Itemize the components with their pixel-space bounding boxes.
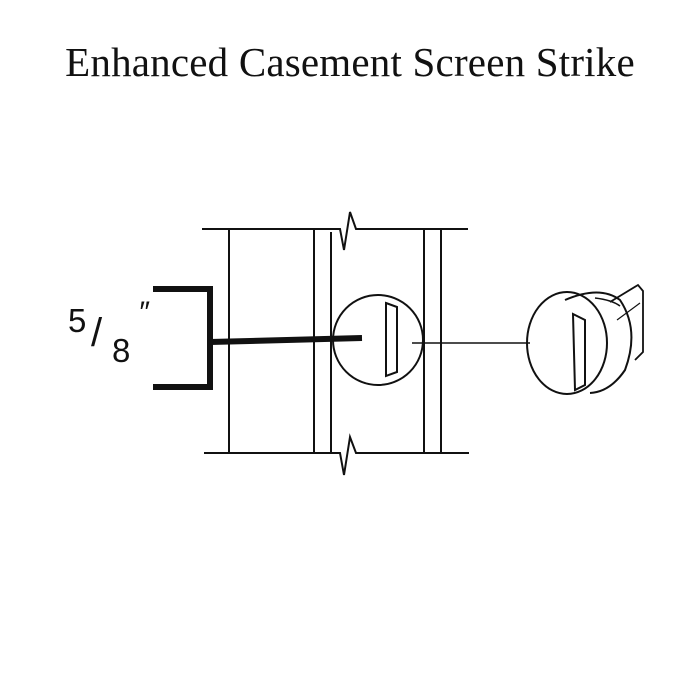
dimension-numerator: 5 [68, 302, 87, 339]
dimension-bracket [153, 286, 363, 390]
dimension-denominator: 8 [112, 332, 131, 369]
diagram-title: Enhanced Casement Screen Strike [65, 39, 635, 85]
strike-slot [385, 301, 398, 378]
frame-top-line [202, 211, 468, 251]
dimension-slash: / [91, 311, 103, 355]
frame-bottom-line [204, 433, 469, 476]
dimension-inch-mark: ″ [138, 296, 149, 329]
strike-exploded-part [526, 283, 644, 395]
